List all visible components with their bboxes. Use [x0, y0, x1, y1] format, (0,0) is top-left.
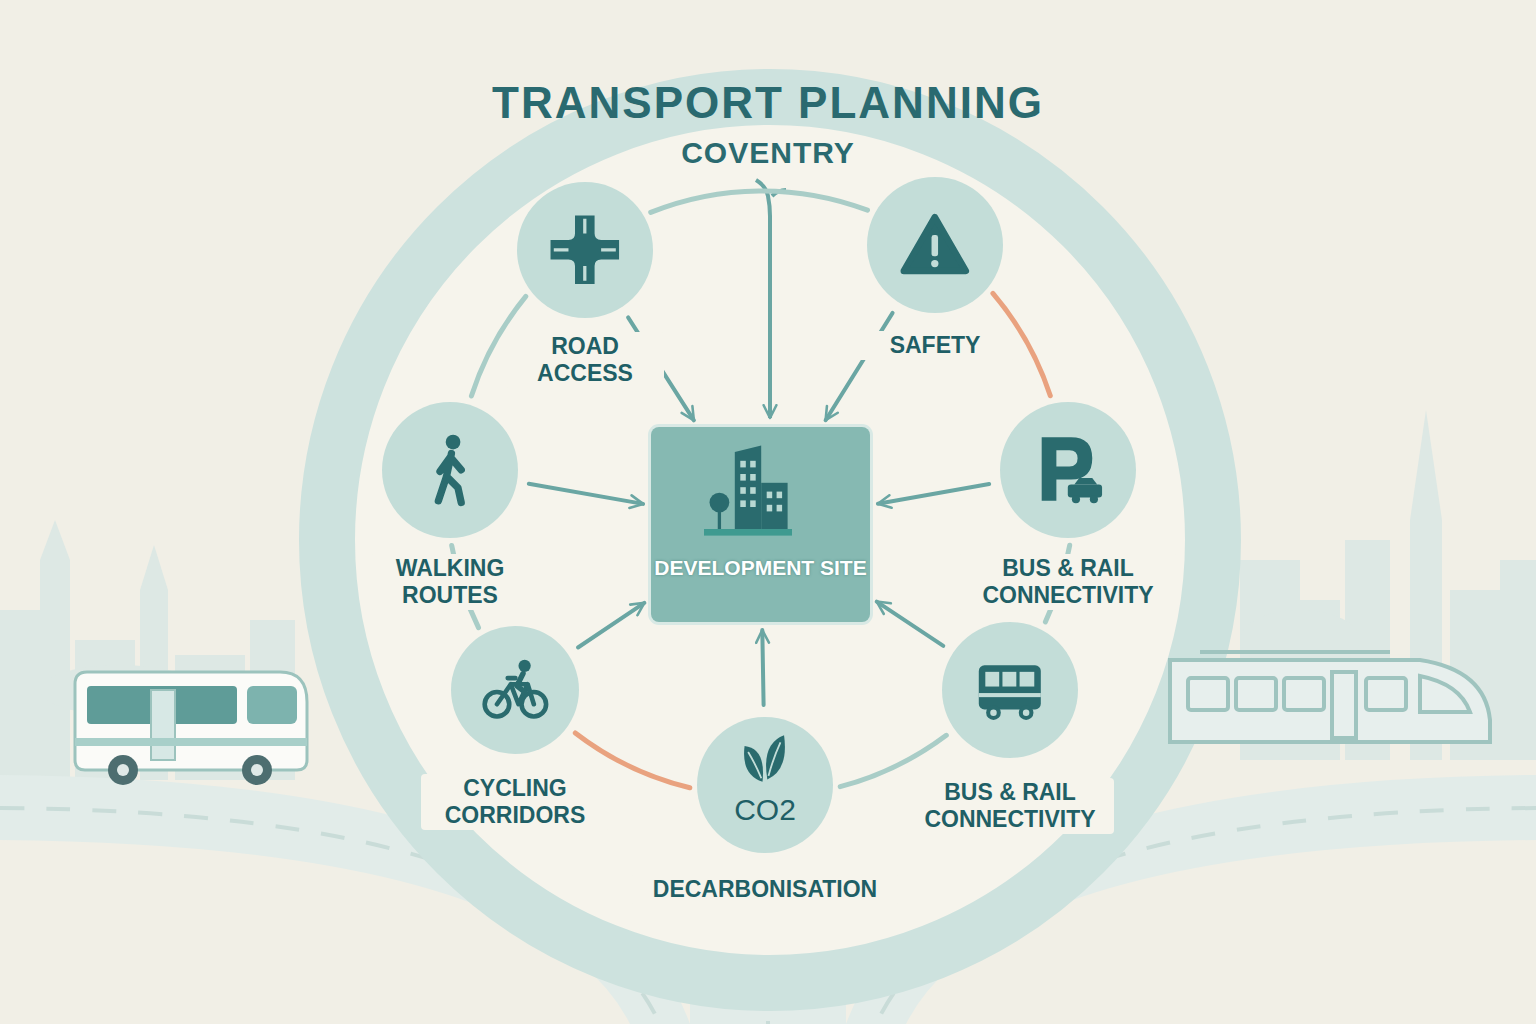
drawing-part [247, 686, 297, 724]
bus-icon-shape [979, 666, 1041, 721]
drawing-part [151, 690, 175, 760]
title-text: TRANSPORT PLANNING [0, 78, 1536, 128]
drawing-part [1410, 410, 1442, 520]
park-icon-shape [1042, 437, 1102, 503]
topic-label: CYCLING CORRIDORS [421, 774, 609, 830]
drawing-part [1170, 660, 1490, 742]
drawing-part [40, 520, 70, 560]
drawing-part [242, 755, 272, 785]
circle-inner-text: CO2 [697, 793, 833, 827]
bike-icon [477, 652, 554, 729]
drawing-part [1200, 650, 1390, 654]
topic-circle: WALKING ROUTES [382, 402, 518, 538]
topic-label: BUS & RAIL CONNECTIVITY [959, 554, 1177, 610]
top-feed-arrow [756, 180, 770, 418]
drawing-part [251, 764, 263, 776]
drawing-part [1420, 676, 1470, 712]
flow-arrow [762, 630, 763, 705]
bus-icon [969, 649, 1051, 731]
topic-circle: CYCLING CORRIDORS [451, 626, 579, 754]
drawing-part [140, 545, 168, 590]
flow-arrow [878, 484, 989, 504]
drawing-part [117, 764, 129, 776]
road-icon-shape [551, 216, 620, 285]
ring-connector [651, 191, 868, 212]
drawing-part [40, 560, 70, 780]
leaf-icon-shape [744, 735, 785, 782]
building-icon [693, 441, 803, 551]
drawing-part [1366, 678, 1406, 710]
tram-illustration [1170, 652, 1490, 742]
warn-icon [894, 204, 976, 286]
road-icon [544, 209, 626, 291]
drawing-part [1332, 672, 1356, 738]
flow-arrow [578, 603, 644, 648]
topic-circle: ROAD ACCESS [517, 182, 653, 318]
outer-ring [327, 97, 1213, 983]
flow-arrow [529, 484, 643, 504]
flow-arrow [826, 313, 893, 420]
park-icon [1027, 429, 1109, 511]
site-box: DEVELOPMENT SITE [651, 427, 870, 622]
walk-icon [409, 429, 491, 511]
leaf-icon [735, 728, 795, 788]
warn-icon-shape [904, 217, 966, 271]
topic-label: DECARBONISATION [631, 875, 899, 904]
drawing-part [1284, 678, 1324, 710]
drawing-part [1500, 560, 1536, 760]
topic-label: SAFETY [856, 331, 1014, 360]
site-label: DEVELOPMENT SITE [651, 555, 870, 581]
building-icon-shape [704, 445, 792, 535]
drawing-part [108, 755, 138, 785]
topic-circle: SAFETY [867, 177, 1003, 313]
topic-circle: BUS & RAIL CONNECTIVITY [1000, 402, 1136, 538]
topic-label: WALKING ROUTES [371, 554, 529, 610]
flow-arrow [877, 602, 944, 646]
drawing-part [1236, 678, 1276, 710]
topic-circle: CO2DECARBONISATION [697, 717, 833, 853]
topic-label: BUS & RAIL CONNECTIVITY [906, 778, 1114, 834]
topic-label: ROAD ACCESS [506, 332, 664, 388]
bus-illustration [75, 672, 307, 785]
topic-circle: BUS & RAIL CONNECTIVITY [942, 622, 1078, 758]
bike-icon-shape [484, 659, 545, 716]
drawing-part [75, 738, 307, 746]
drawing-part [75, 672, 307, 770]
drawing-part [1188, 678, 1228, 710]
walk-icon-shape [439, 435, 462, 503]
place-label: COVENTRY [0, 136, 1536, 170]
drawing-part [0, 610, 40, 780]
